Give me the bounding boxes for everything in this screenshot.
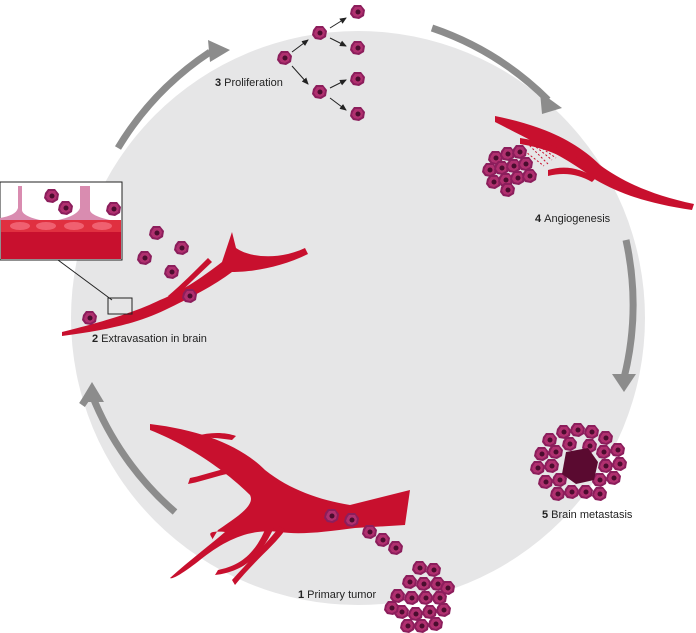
extravasation-vessel — [62, 232, 308, 336]
cycle-arrow-2 — [430, 24, 551, 103]
arrowhead-top-right — [540, 92, 562, 114]
angiogenesis-vessel — [495, 116, 694, 210]
inset-zoom — [0, 181, 123, 261]
necrotic-core — [562, 448, 598, 484]
arrowhead-left — [80, 382, 104, 402]
zoom-box — [107, 297, 133, 315]
cycle-arrow-1 — [115, 49, 212, 150]
primary-vessel — [150, 424, 410, 585]
arrowhead-right — [612, 374, 636, 392]
cycle-arrowheads — [80, 40, 636, 402]
arrowhead-top-left — [208, 40, 230, 62]
cycle-arrow-3 — [620, 239, 637, 379]
proliferation-arrows — [291, 17, 347, 111]
cycle-arrow-5 — [88, 393, 178, 515]
zoom-connector — [57, 259, 113, 301]
